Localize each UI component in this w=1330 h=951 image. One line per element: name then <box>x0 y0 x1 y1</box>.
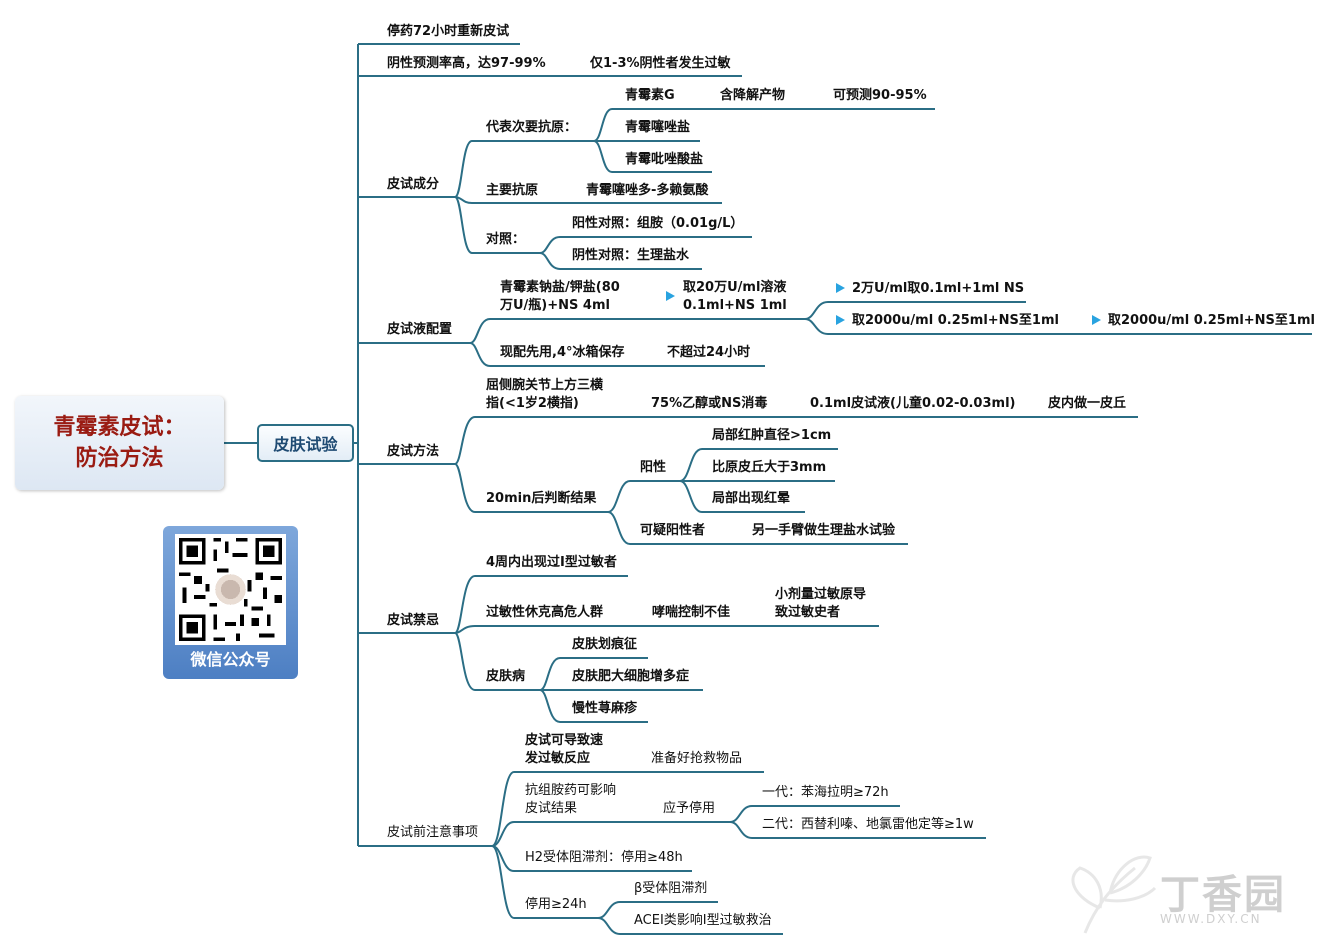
node-n1-line1: 皮试可导致速 <box>525 733 604 748</box>
root-topic: 青霉素皮试： 防治方法 <box>15 396 224 490</box>
node-bleb: 皮内做一皮丘 <box>1048 396 1127 411</box>
node-step4: 取2000u/ml 0.25ml+NS至1ml <box>1108 313 1315 328</box>
node-negative-note: 仅1-3%阴性者发生过敏 <box>590 56 731 71</box>
node-pos2: 比原皮丘大于3mm <box>712 460 827 475</box>
node-limit: 不超过24小时 <box>667 345 751 360</box>
node-predict: 可预测90-95% <box>833 88 927 103</box>
node-step2: 2万U/ml取0.1ml+1ml NS <box>852 281 1025 296</box>
node-penilloate: 青霉吡唑酸盐 <box>625 152 704 167</box>
node-c2: 过敏性休克高危人群 <box>486 605 604 620</box>
main-topic: 皮肤试验 <box>257 424 354 462</box>
node-s1: 皮肤划痕征 <box>572 637 638 652</box>
node-pen-g: 青霉素G <box>625 88 675 103</box>
node-n1-line2: 发过敏反应 <box>525 751 591 766</box>
node-disinfect: 75%乙醇或NS消毒 <box>651 396 768 411</box>
node-site-line1: 屈侧腕关节上方三横 <box>486 378 604 393</box>
arrow-right-icon <box>836 315 845 325</box>
node-take1-line1: 取20万U/ml溶液 <box>683 280 787 295</box>
node-s2: 皮肤肥大细胞增多症 <box>572 669 690 684</box>
node-stop-72h: 停药72小时重新皮试 <box>387 24 510 39</box>
node-dose: 0.1ml皮试液(儿童0.02-0.03ml) <box>810 396 1016 411</box>
node-positive-control: 阳性对照：组胺（0.01g/L） <box>572 216 744 231</box>
node-pos3: 局部出现红晕 <box>712 491 791 506</box>
root-title-line1: 青霉素皮试： <box>53 415 186 440</box>
node-beta: β受体阻滞剂 <box>634 881 708 896</box>
node-small-dose-line2: 致过敏史者 <box>775 605 841 620</box>
arrow-right-icon <box>1092 315 1101 325</box>
node-negative-control: 阴性对照：生理盐水 <box>572 248 690 263</box>
node-h2: H2受体阻滞剂：停用≥48h <box>525 850 683 865</box>
node-gen1: 一代：苯海拉明≥72h <box>762 785 889 800</box>
node-gen2: 二代：西替利嗪、地氯雷他定等≥1w <box>762 817 974 832</box>
node-small-dose-line1: 小剂量过敏原导 <box>775 587 867 602</box>
node-minor-antigen: 代表次要抗原： <box>486 120 578 135</box>
node-take1-line2: 0.1ml+NS 1ml <box>683 298 787 313</box>
node-site-line2: 指(<1岁2横指) <box>486 396 579 411</box>
qr-code-image <box>175 534 286 645</box>
node-n1-action: 准备好抢救物品 <box>651 751 743 766</box>
node-stop24: 停用≥24h <box>525 897 587 912</box>
node-contra: 皮试禁忌 <box>387 613 440 628</box>
node-positive: 阳性 <box>640 460 667 475</box>
node-pos1: 局部红肿直径>1cm <box>712 428 832 443</box>
node-suspect: 可疑阳性者 <box>640 523 706 538</box>
watermark-title: 丁香园 <box>1160 872 1286 918</box>
node-solution: 皮试液配置 <box>387 322 453 337</box>
node-judge: 20min后判断结果 <box>486 491 597 506</box>
node-control: 对照： <box>486 232 526 247</box>
node-c1: 4周内出现过I型过敏者 <box>486 555 617 570</box>
watermark-url: WWW.DXY.CN <box>1160 912 1262 926</box>
node-n2-action: 应予停用 <box>663 801 716 816</box>
arrow-right-icon <box>666 291 675 301</box>
node-salt-line2: 万U/瓶)+NS 4ml <box>500 298 610 313</box>
root-title-line2: 防治方法 <box>75 446 164 471</box>
node-salt-line1: 青霉素钠盐/钾盐(80 <box>500 280 620 295</box>
node-acei: ACEI类影响I型过敏救治 <box>634 913 772 928</box>
node-asthma: 哮喘控制不佳 <box>652 605 731 620</box>
node-components: 皮试成分 <box>387 177 440 192</box>
node-major-value: 青霉噻唑多-多赖氨酸 <box>586 183 709 198</box>
node-suspect-action: 另一手臂做生理盐水试验 <box>752 523 896 538</box>
node-skin: 皮肤病 <box>486 669 526 684</box>
node-negative-predict: 阴性预测率高，达97-99% <box>387 56 546 71</box>
node-fresh: 现配先用,4°冰箱保存 <box>500 345 625 360</box>
arrow-right-icon <box>836 283 845 293</box>
qr-card: 微信公众号 <box>163 526 298 679</box>
node-n2-line2: 皮试结果 <box>525 801 578 816</box>
qr-label: 微信公众号 <box>190 650 271 669</box>
node-major-antigen: 主要抗原 <box>486 183 539 198</box>
watermark-flower-icon <box>1071 855 1157 934</box>
node-notes: 皮试前注意事项 <box>387 825 479 840</box>
node-penicilloate: 青霉噻唑盐 <box>625 120 691 135</box>
node-degradation: 含降解产物 <box>720 88 786 103</box>
node-method: 皮试方法 <box>387 444 440 459</box>
node-step3: 取2000u/ml 0.25ml+NS至1ml <box>852 313 1059 328</box>
node-n2-line1: 抗组胺药可影响 <box>525 783 617 798</box>
node-s3: 慢性荨麻疹 <box>572 701 638 716</box>
